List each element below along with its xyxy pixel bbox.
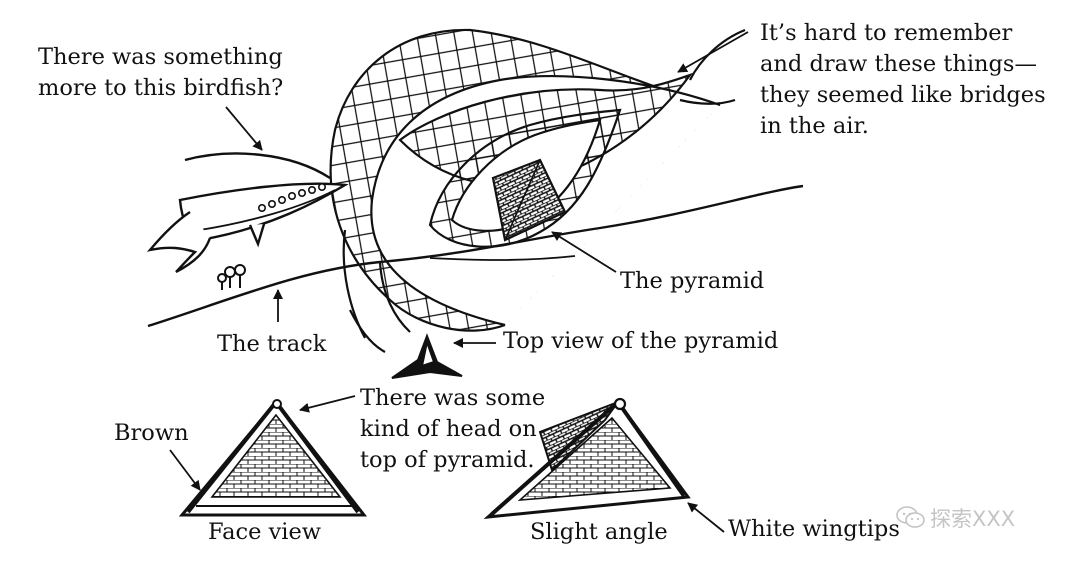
label-head-on-top: There was some kind of head on top of py… (360, 383, 545, 476)
label-birdfish-line-1: There was something (38, 42, 283, 73)
arrow-brown (170, 450, 200, 490)
label-hard-line-3: they seemed like bridges (760, 80, 1046, 111)
wechat-icon (896, 505, 926, 531)
label-hard-line-4: in the air. (760, 111, 1046, 142)
pyramid-face-view (182, 400, 364, 515)
label-face-view: Face view (208, 517, 321, 548)
label-birdfish-line-2: more to this birdfish? (38, 73, 283, 104)
pyramid-top-view (392, 336, 462, 378)
label-top-view: Top view of the pyramid (503, 326, 778, 357)
track-bushes (218, 265, 245, 290)
label-the-track: The track (217, 329, 326, 360)
watermark-text: 探索XXX (930, 503, 1015, 533)
arrow-head (300, 396, 355, 410)
label-birdfish: There was something more to this birdfis… (38, 42, 283, 104)
arrow-bridges (678, 32, 748, 72)
label-hard-to-remember: It’s hard to remember and draw these thi… (760, 18, 1046, 142)
watermark: 探索XXX (896, 503, 1015, 533)
label-head-line-2: kind of head on (360, 414, 545, 445)
arrow-birdfish (226, 107, 262, 150)
label-brown: Brown (114, 418, 189, 449)
arrow-wingtips (688, 503, 724, 532)
label-hard-line-1: It’s hard to remember (760, 18, 1046, 49)
label-head-line-1: There was some (360, 383, 545, 414)
label-slight-angle: Slight angle (530, 517, 668, 548)
label-hard-line-2: and draw these things— (760, 49, 1046, 80)
label-the-pyramid: The pyramid (620, 266, 764, 297)
birdfish (150, 154, 345, 272)
label-head-line-3: top of pyramid. (360, 445, 545, 476)
label-white-wingtips: White wingtips (728, 514, 900, 545)
